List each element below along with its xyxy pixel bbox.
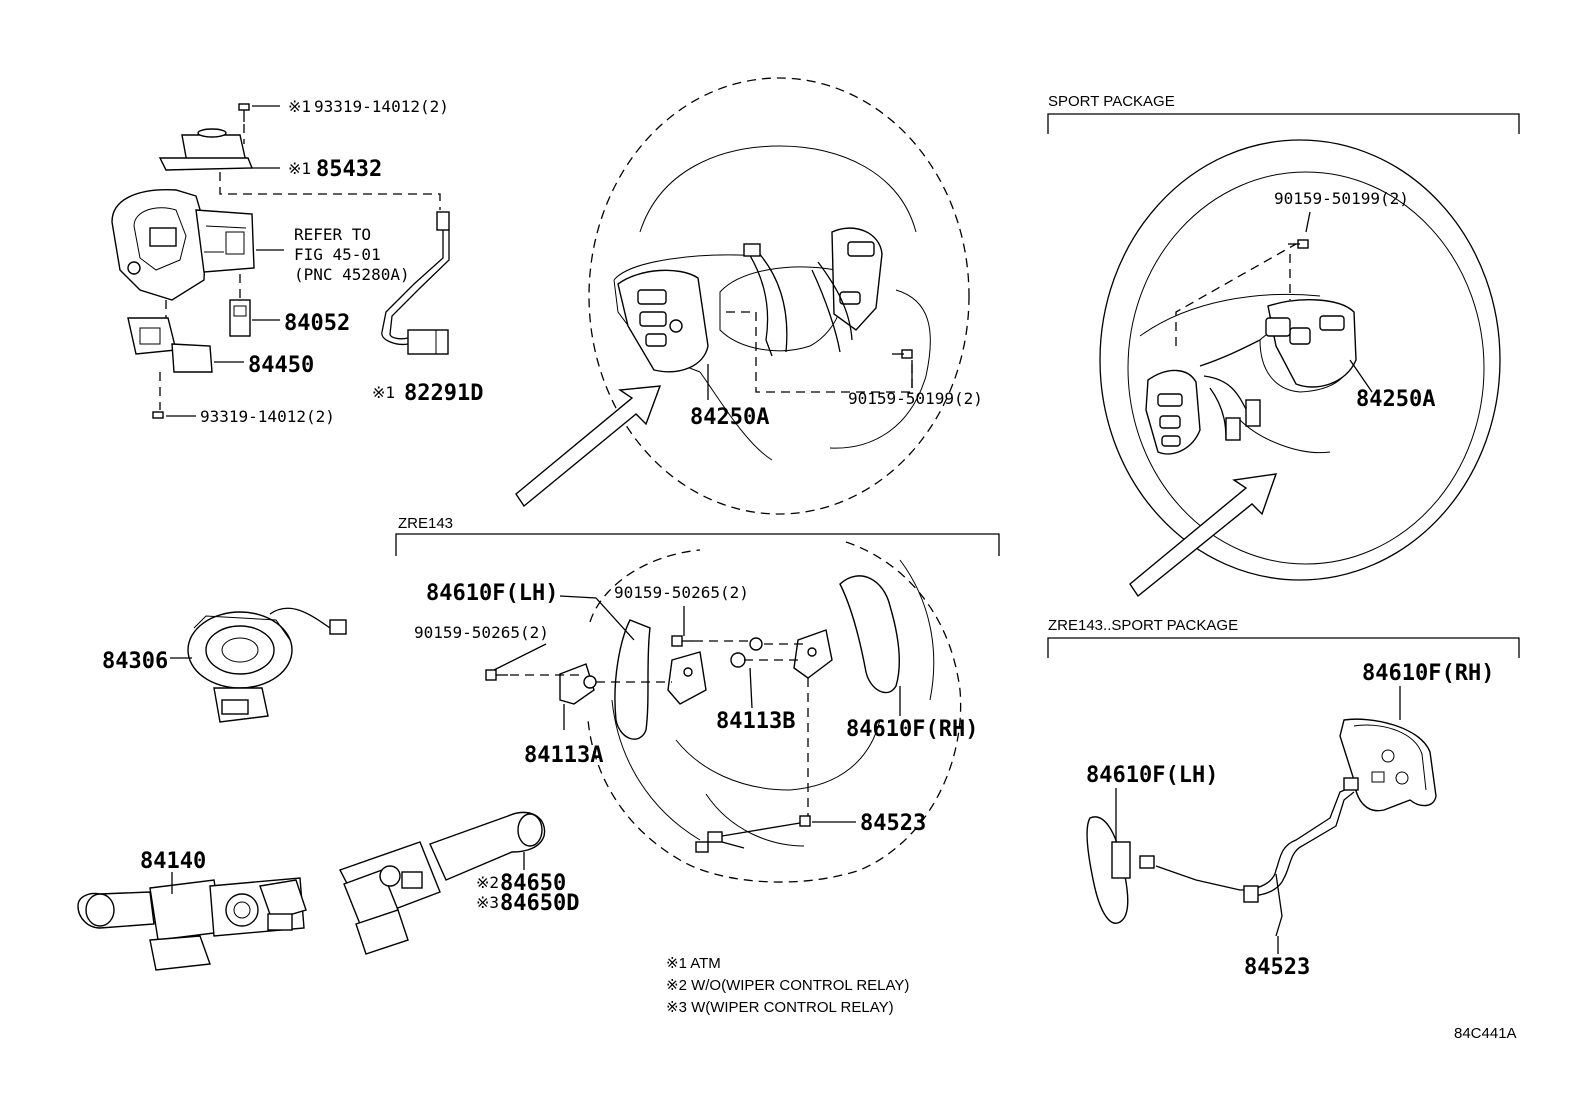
- part-84523: 84523: [860, 811, 926, 836]
- part-84113b: 84113B: [716, 709, 795, 734]
- note-2: ※2 W/O(WIPER CONTROL RELAY): [666, 977, 909, 994]
- part-85432: 85432: [316, 157, 382, 182]
- steering-wheel-main: [588, 77, 970, 515]
- harness-84523-icon: [695, 815, 811, 853]
- part-84250a-main: 84250A: [690, 405, 769, 430]
- ignition-switch-assembly: [111, 103, 450, 419]
- part-84250a-sport: 84250A: [1356, 387, 1435, 412]
- part-84306: 84306: [102, 649, 168, 674]
- part-93319-14012-bottom: 93319-14012(2): [200, 407, 335, 426]
- part-84610f-lh-sport: 84610F(LH): [1086, 763, 1218, 788]
- sport-paddle-rh-icon: [1339, 718, 1437, 812]
- marker-1: ※1: [288, 97, 311, 116]
- part-90159-50199-sport: 90159-50199(2): [1274, 189, 1409, 208]
- spiral-cable-84306-icon: [187, 607, 347, 723]
- part-93319-14012-top: 93319-14012(2): [314, 97, 449, 116]
- part-90159-50199-main: 90159-50199(2): [848, 389, 983, 408]
- wire-harness-82291d-icon: [381, 211, 450, 355]
- zre143-sport-bracket: ZRE143..SPORT PACKAGE: [1047, 617, 1520, 658]
- switch-84113b-icon: [730, 637, 763, 668]
- marker-1: ※1: [372, 383, 395, 402]
- figure-code: 84C441A: [1454, 1025, 1517, 1042]
- note-1: ※1 ATM: [666, 955, 721, 972]
- zre143-sport-header: ZRE143..SPORT PACKAGE: [1048, 617, 1238, 634]
- part-82291d: 82291D: [404, 381, 483, 406]
- screw-icon: [238, 103, 250, 122]
- zre143-bracket: ZRE143: [395, 515, 1000, 556]
- part-84523-sport: 84523: [1244, 955, 1310, 980]
- footnotes: ※1 ATM ※2 W/O(WIPER CONTROL RELAY) ※3 W(…: [666, 955, 909, 1016]
- marker-1: ※1: [288, 159, 311, 178]
- sport-harness-84523-icon: [1155, 777, 1359, 937]
- part-84052: 84052: [284, 311, 350, 336]
- part-84650: 84650: [500, 871, 566, 896]
- switch-84450-icon: [127, 317, 213, 373]
- marker-3: ※3: [476, 893, 499, 912]
- screw-icon: [892, 349, 913, 359]
- switch-84113a-icon: [559, 663, 597, 705]
- part-84650d: 84650D: [500, 891, 579, 916]
- sport-paddle-lh-icon: [1086, 816, 1155, 924]
- sport-wheel-arrow-icon: [1129, 473, 1278, 598]
- part-84610f-rh: 84610F(RH): [846, 717, 978, 742]
- part-84113a: 84113A: [524, 743, 603, 768]
- paddle-lh-icon: [614, 619, 651, 740]
- part-84610f-lh: 84610F(LH): [426, 581, 558, 606]
- wiper-switch-84650-icon: [339, 811, 546, 955]
- switch-84052-icon: [229, 299, 251, 337]
- part-90159-50265-b: 90159-50265(2): [414, 623, 549, 642]
- lock-cylinder-housing-icon: [111, 189, 255, 301]
- part-84140: 84140: [140, 849, 206, 874]
- note-3: ※3 W(WIPER CONTROL RELAY): [666, 999, 894, 1016]
- screw-icon: [1288, 239, 1309, 249]
- zre143-header: ZRE143: [398, 515, 453, 532]
- refer-line-2: FIG 45-01: [294, 245, 381, 264]
- screw-icon: [671, 635, 694, 647]
- steering-switch-84250a-icon: [617, 269, 709, 373]
- main-wheel-arrow-icon: [515, 385, 662, 508]
- marker-2: ※2: [476, 873, 499, 892]
- screw-icon: [152, 411, 164, 419]
- steering-switch-84250a-sport-icon: [1265, 299, 1357, 388]
- refer-line-1: REFER TO: [294, 225, 371, 244]
- steering-wheel-zre143: [485, 541, 962, 883]
- sport-package-bracket: SPORT PACKAGE: [1047, 93, 1520, 134]
- steering-wheel-sport: [1099, 139, 1501, 581]
- headlight-switch-84140-icon: [77, 877, 307, 971]
- part-84450: 84450: [248, 353, 314, 378]
- part-90159-50265-a: 90159-50265(2): [614, 583, 749, 602]
- screw-icon: [485, 669, 508, 681]
- sport-package-header: SPORT PACKAGE: [1048, 93, 1175, 110]
- paddle-rh-icon: [839, 575, 901, 694]
- part-84610f-rh-sport: 84610F(RH): [1362, 661, 1494, 686]
- refer-line-3: (PNC 45280A): [294, 265, 410, 284]
- module-85432-icon: [158, 128, 254, 171]
